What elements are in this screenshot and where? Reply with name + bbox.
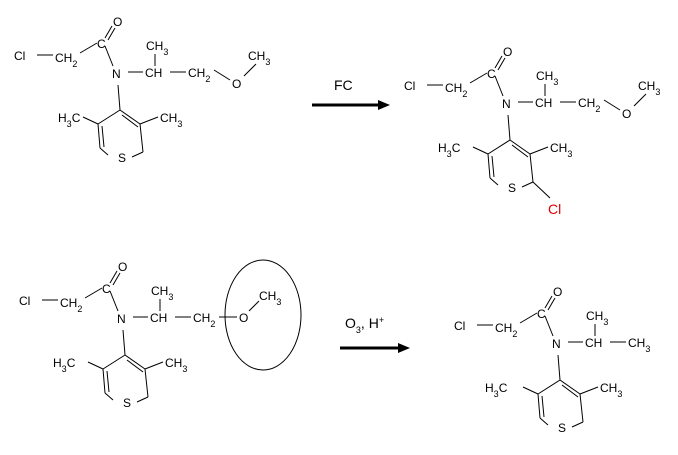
terminal-methyl-label: CH3 xyxy=(628,336,650,354)
carbonyl-carbon-label: C xyxy=(97,37,106,51)
ring-chlorine-label: Cl xyxy=(548,201,561,217)
methyl-branch-label: CH3 xyxy=(146,39,168,57)
methylene-label: CH2 xyxy=(60,296,82,314)
methine-label: CH xyxy=(535,96,552,110)
chlorine-label: Cl xyxy=(404,79,415,93)
ether-methyl-label: CH3 xyxy=(638,79,660,97)
methylene-label: CH2 xyxy=(495,321,517,339)
amide-nitrogen-label: N xyxy=(552,337,561,351)
reaction-arrow-1: FC xyxy=(312,77,390,110)
ether-oxygen-label: O xyxy=(239,311,248,325)
methyl-branch-label: CH3 xyxy=(151,284,173,302)
chlorine-label: Cl xyxy=(454,319,465,333)
amide-nitrogen-label: N xyxy=(117,312,126,326)
carbonyl-oxygen-label: O xyxy=(503,45,512,59)
amide-nitrogen-label: N xyxy=(112,67,121,81)
carbonyl-oxygen-label: O xyxy=(118,260,127,274)
methylene-b-label: CH2 xyxy=(188,66,210,84)
methylene-label: CH2 xyxy=(55,51,77,69)
ether-methyl-label: CH3 xyxy=(248,49,270,67)
thiophene-sulfur-label: S xyxy=(123,396,131,410)
thiophene-sulfur-label: S xyxy=(118,151,126,165)
ether-methyl-label: CH3 xyxy=(259,289,281,307)
ring-methyl-left-label: H3C xyxy=(53,356,76,374)
chlorine-label: Cl xyxy=(14,49,25,63)
carbonyl-carbon-label: C xyxy=(537,307,546,321)
ring-methyl-right-label: CH3 xyxy=(160,111,182,129)
methylene-b-label: CH2 xyxy=(578,96,600,114)
ring-methyl-right-label: CH3 xyxy=(550,141,572,159)
thiophene-sulfur-label: S xyxy=(558,421,566,435)
ether-oxygen-label: O xyxy=(232,77,241,91)
product-1-molecule: Cl CH2 C O N CH CH3 CH2 O CH3 H3C CH3 S … xyxy=(404,45,660,217)
ring-methyl-right-label: CH3 xyxy=(165,356,187,374)
methyl-branch-label: CH3 xyxy=(536,69,558,87)
chlorine-label: Cl xyxy=(19,294,30,308)
methylene-b-label: CH2 xyxy=(193,311,215,329)
methyl-branch-label: CH3 xyxy=(586,309,608,327)
reaction-condition-2: O3, H+ xyxy=(345,315,384,335)
thiophene-sulfur-label: S xyxy=(508,181,516,195)
ring-methyl-right-label: CH3 xyxy=(600,381,622,399)
reaction-condition-1: FC xyxy=(334,77,353,93)
highlight-circle xyxy=(224,259,302,371)
ring-methyl-left-label: H3C xyxy=(485,381,508,399)
ring-methyl-left-label: H3C xyxy=(438,141,461,159)
ether-oxygen-label: O xyxy=(622,107,631,121)
product-2-molecule: Cl CH2 C O N CH CH3 CH3 H3C CH3 S xyxy=(454,285,650,435)
carbonyl-carbon-label: C xyxy=(102,282,111,296)
methine-label: CH xyxy=(145,66,162,80)
carbonyl-carbon-label: C xyxy=(487,67,496,81)
amide-nitrogen-label: N xyxy=(502,97,511,111)
reactant-1-molecule: Cl CH2 C O N CH CH3 CH2 O CH3 H3C CH3 S xyxy=(14,15,270,165)
carbonyl-oxygen-label: O xyxy=(553,285,562,299)
methylene-label: CH2 xyxy=(445,81,467,99)
reaction-arrow-2: O3, H+ xyxy=(340,315,410,353)
reactant-2-molecule: Cl CH2 C O N CH CH3 CH2 O CH3 H3C CH3 S xyxy=(19,259,302,410)
carbonyl-oxygen-label: O xyxy=(113,15,122,29)
methine-label: CH xyxy=(150,311,167,325)
ring-methyl-left-label: H3C xyxy=(58,111,81,129)
methine-label: CH xyxy=(585,336,602,350)
